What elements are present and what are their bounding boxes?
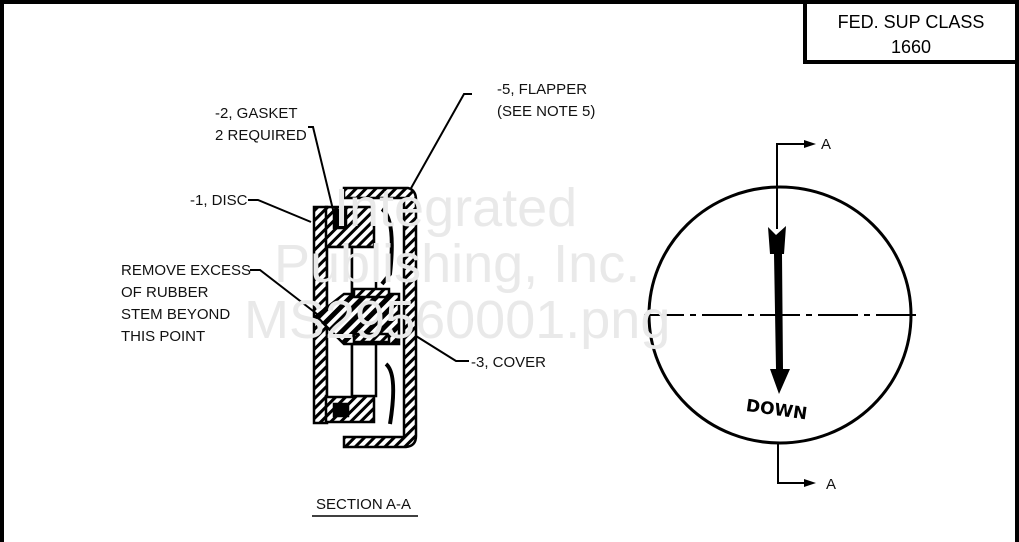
remove-callout-3: STEM BEYOND [121, 306, 230, 323]
watermark-line-1: Integrated [334, 178, 577, 238]
section-line-top [776, 143, 812, 229]
section-arrow-top [804, 140, 816, 148]
gasket-callout-2: 2 REQUIRED [215, 127, 307, 144]
front-view: A A DOWN [644, 136, 916, 493]
title-block-line-1: FED. SUP CLASS [837, 12, 985, 32]
gasket-bottom [332, 402, 350, 418]
flapper-callout-1: -5, FLAPPER [497, 81, 587, 98]
watermark: Integrated Publishing, Inc. MS29560001.p… [244, 178, 670, 350]
watermark-line-2: Publishing, Inc. [274, 234, 640, 294]
gasket-callout-1: -2, GASKET [215, 105, 298, 122]
section-mark-top: A [821, 136, 831, 153]
remove-callout-4: THIS POINT [121, 328, 205, 345]
gasket-top [332, 208, 348, 230]
down-arrow-icon [768, 226, 790, 394]
leader-lines [248, 93, 472, 362]
rubber-stem [314, 292, 401, 346]
section-mark-bottom: A [826, 476, 836, 493]
title-block-line-2: 1660 [890, 37, 932, 57]
section-line-bottom [777, 442, 812, 484]
disc-callout: -1, DISC [190, 192, 248, 209]
section-view [312, 186, 418, 449]
section-caption: SECTION A-A [316, 496, 411, 513]
section-arrow-bottom [804, 479, 816, 487]
remove-callout-2: OF RUBBER [121, 284, 209, 301]
cover-part [342, 186, 418, 449]
technical-drawing: -5, FLAPPER (SEE NOTE 5) -2, GASKET 2 RE… [121, 81, 916, 517]
title-block: FED. SUP CLASS 1660 [803, 4, 1015, 64]
cover-callout: -3, COVER [471, 354, 546, 371]
remove-callout-1: REMOVE EXCESS [121, 262, 251, 279]
flapper-callout-2: (SEE NOTE 5) [497, 103, 595, 120]
down-label: DOWN [745, 396, 809, 424]
watermark-line-3: MS29560001.png [244, 290, 670, 350]
